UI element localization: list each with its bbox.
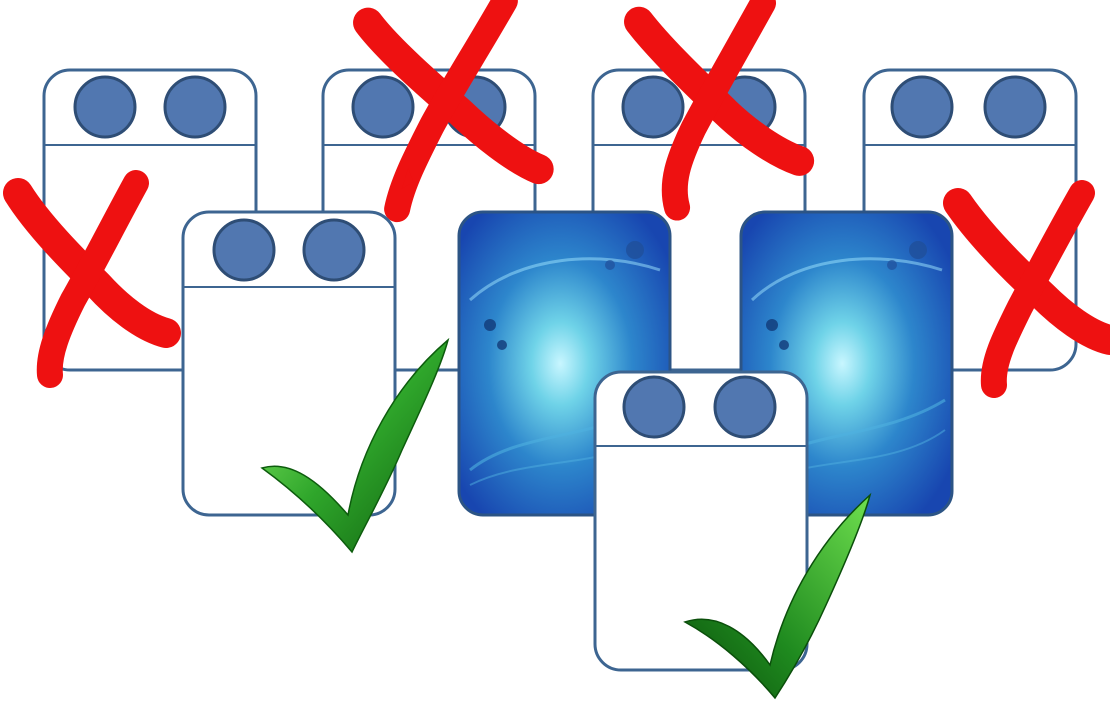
- card-dot: [623, 77, 683, 137]
- card-dot: [75, 77, 135, 137]
- card-dot: [985, 77, 1045, 137]
- card-dot: [892, 77, 952, 137]
- card-dot: [165, 77, 225, 137]
- card-dot: [624, 377, 684, 437]
- card-dot: [353, 77, 413, 137]
- card-dot: [304, 220, 364, 280]
- card-dot: [214, 220, 274, 280]
- card-dot: [715, 377, 775, 437]
